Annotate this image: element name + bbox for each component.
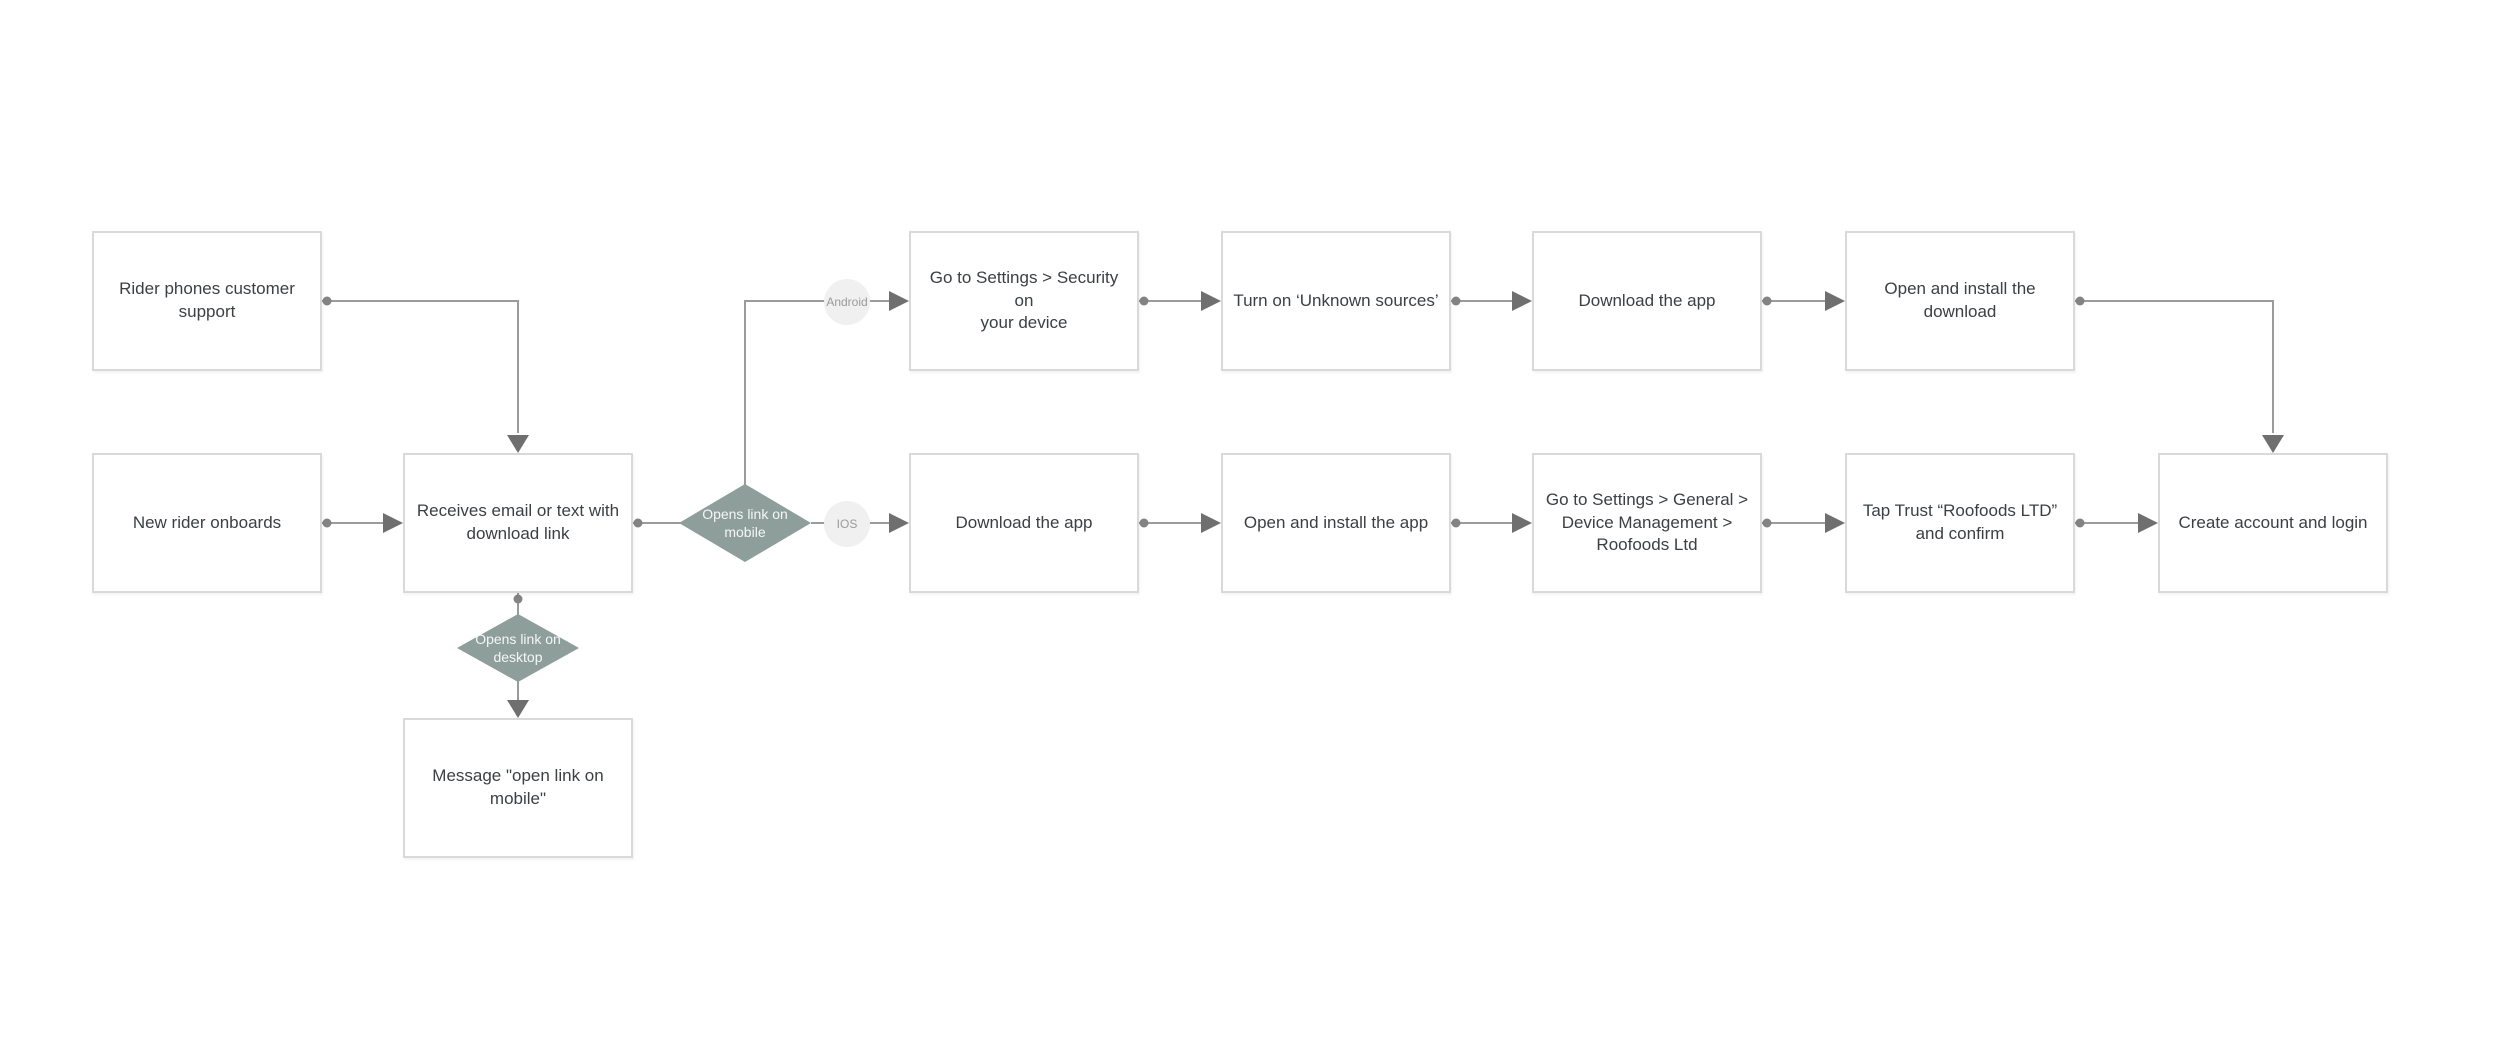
node-ios-download-app[interactable]: Download the app <box>909 453 1139 593</box>
edge-label-text: Android <box>826 295 868 309</box>
node-create-account-login[interactable]: Create account and login <box>2158 453 2388 593</box>
node-label: Receives email or text with download lin… <box>416 501 620 543</box>
node-android-settings-security[interactable]: Go to Settings > Security on your device <box>909 231 1139 371</box>
node-decision-opens-link-mobile[interactable]: Opens link on mobile <box>679 484 811 562</box>
connector-ios-settings-to-tap-trust <box>1762 513 1845 533</box>
node-ios-settings-device-management[interactable]: Go to Settings > General > Device Manage… <box>1532 453 1762 593</box>
node-android-download-app[interactable]: Download the app <box>1532 231 1762 371</box>
connector-android-settings-to-unknown-sources <box>1139 291 1221 311</box>
node-new-rider-onboards[interactable]: New rider onboards <box>92 453 322 593</box>
node-rider-phones-support[interactable]: Rider phones customer support <box>92 231 322 371</box>
connector-unknown-sources-to-android-download <box>1451 291 1532 311</box>
node-label: Create account and login <box>2178 512 2368 532</box>
connector-opens-desktop-to-message-desktop <box>507 681 529 718</box>
node-label: Go to Settings > General > Device Manage… <box>1545 489 1749 555</box>
node-message-open-link-mobile[interactable]: Message "open link on mobile" <box>403 718 633 858</box>
connector-rider-phones-to-receives-link <box>322 296 529 453</box>
connector-ios-install-to-ios-settings <box>1451 513 1532 533</box>
node-label: Tap Trust “Roofoods LTD” and confirm <box>1862 501 2058 543</box>
node-label: New rider onboards <box>132 512 282 532</box>
node-label: Turn on ‘Unknown sources’ <box>1233 290 1439 310</box>
node-label: Rider phones customer support <box>119 279 295 321</box>
edge-label-android[interactable]: Android <box>824 279 870 325</box>
connector-opens-mobile-to-android-settings <box>744 291 909 487</box>
node-label: Opens link on mobile <box>702 505 788 540</box>
node-label: Download the app <box>955 512 1093 532</box>
node-tap-trust-roofoods[interactable]: Tap Trust “Roofoods LTD” and confirm <box>1845 453 2075 593</box>
node-label: Open and install the app <box>1243 512 1429 532</box>
connector-ios-download-to-ios-install <box>1139 513 1221 533</box>
connector-new-rider-to-receives-link <box>322 513 403 533</box>
edge-label-text: IOS <box>836 517 858 531</box>
node-label: Download the app <box>1578 290 1716 310</box>
node-open-install-download[interactable]: Open and install the download <box>1845 231 2075 371</box>
connector-receives-link-to-opens-desktop <box>513 593 523 616</box>
node-open-install-app[interactable]: Open and install the app <box>1221 453 1451 593</box>
node-label: Go to Settings > Security on your device <box>929 267 1119 333</box>
node-label: Open and install the download <box>1884 279 2036 321</box>
node-label: Opens link on desktop <box>475 630 561 665</box>
connector-android-install-to-create-account <box>2075 296 2284 453</box>
node-label: Message "open link on mobile" <box>432 766 604 808</box>
node-receives-email-text-link[interactable]: Receives email or text with download lin… <box>403 453 633 593</box>
connector-tap-trust-to-create-account <box>2075 513 2158 533</box>
node-turn-on-unknown-sources[interactable]: Turn on ‘Unknown sources’ <box>1221 231 1451 371</box>
connector-receives-link-to-opens-mobile <box>633 518 681 528</box>
edge-label-ios[interactable]: IOS <box>824 501 870 547</box>
connector-android-download-to-android-install <box>1762 291 1845 311</box>
node-decision-opens-link-desktop[interactable]: Opens link on desktop <box>457 614 579 682</box>
